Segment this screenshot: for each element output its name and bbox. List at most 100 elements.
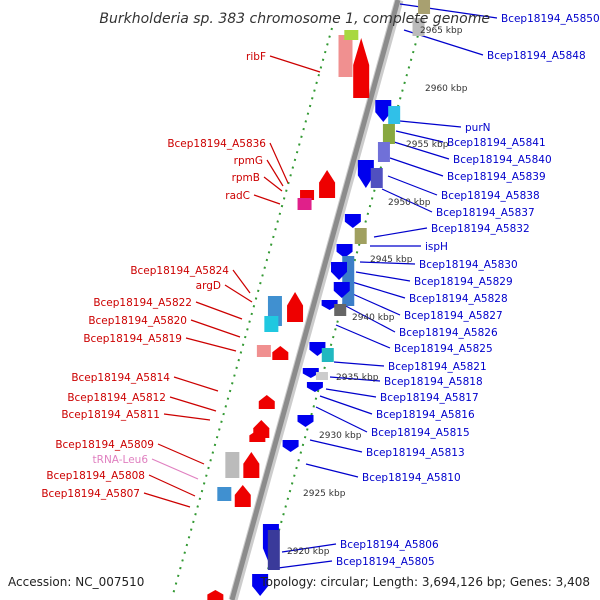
callout-line [148, 474, 196, 497]
position-tick-label: 2945 kbp [370, 255, 413, 265]
gene-label[interactable]: Bcep18194_A5817 [380, 392, 479, 404]
gene-label[interactable]: Bcep18194_A5841 [447, 137, 546, 149]
position-tick-label: 2940 kbp [352, 313, 395, 323]
gene-label[interactable]: ispH [425, 241, 448, 253]
forward-gene-block [297, 198, 312, 210]
position-tick-label: 2955 kbp [406, 140, 449, 150]
callout-line [387, 175, 438, 196]
gene-label[interactable]: Bcep18194_A5848 [487, 50, 586, 62]
forward-gene-arrow [287, 292, 304, 322]
gene-label[interactable]: Bcep18194_A5839 [447, 171, 546, 183]
reverse-gene-block [388, 106, 401, 124]
gene-label[interactable]: Bcep18194_A5832 [431, 223, 530, 235]
gene-label[interactable]: Bcep18194_A5826 [399, 327, 498, 339]
reverse-gene-block [382, 124, 395, 144]
reverse-gene-arrow [333, 282, 350, 298]
gene-label[interactable]: Bcep18194_A5825 [394, 343, 493, 355]
callout-line [315, 406, 368, 433]
position-tick-label: 2960 kbp [425, 84, 468, 94]
reverse-gene-arrow [306, 382, 323, 392]
gene-label[interactable]: Bcep18194_A5809 [55, 439, 154, 451]
reverse-gene-arrow [321, 300, 338, 310]
callout-line [359, 261, 416, 265]
reverse-gene-arrow [252, 574, 269, 596]
gene-label[interactable]: Bcep18194_A5837 [436, 207, 535, 219]
gene-label[interactable]: tRNA-Leu6 [93, 454, 149, 466]
callout-line [351, 281, 406, 299]
gene-label[interactable]: ribF [246, 51, 266, 63]
gene-label[interactable]: Bcep18194_A5807 [41, 488, 140, 500]
inner-tick-track [171, 27, 333, 599]
reverse-gene-block [370, 168, 383, 188]
reverse-gene-block [418, 0, 431, 14]
position-tick-label: 2925 kbp [303, 489, 346, 499]
callout-line [157, 443, 205, 465]
gene-label[interactable]: Bcep18194_A5812 [67, 392, 166, 404]
forward-gene-arrow [249, 430, 266, 442]
gene-label[interactable]: Bcep18194_A5824 [130, 265, 229, 277]
callout-line [373, 227, 428, 238]
callout-line [393, 141, 450, 160]
callout-line [355, 271, 411, 282]
callout-line [325, 388, 377, 398]
callout-line [399, 3, 498, 19]
gene-label[interactable]: Bcep18194_A5808 [46, 470, 145, 482]
accession-text: Accession: NC_007510 [8, 575, 144, 589]
callout-line [335, 324, 391, 349]
gene-label[interactable]: Bcep18194_A5811 [61, 409, 160, 421]
forward-gene-arrow [319, 170, 336, 198]
reverse-gene-block [315, 372, 328, 380]
position-tick-label: 2930 kbp [319, 431, 362, 441]
gene-label[interactable]: Bcep18194_A5820 [88, 315, 187, 327]
gene-label[interactable]: Bcep18194_A5836 [167, 138, 266, 150]
gene-label[interactable]: purN [465, 122, 491, 134]
callout-line [277, 560, 333, 569]
gene-label[interactable]: Bcep18194_A5819 [83, 333, 182, 345]
forward-gene-arrow [353, 38, 370, 98]
reverse-gene-block [377, 142, 390, 162]
reverse-gene-arrow [336, 244, 353, 258]
forward-gene-arrow [207, 590, 224, 600]
gene-label[interactable]: Bcep18194_A5829 [414, 276, 513, 288]
forward-gene-block [225, 452, 240, 478]
reverse-gene-block [267, 530, 280, 570]
gene-label[interactable]: Bcep18194_A5838 [441, 190, 540, 202]
gene-label[interactable]: Bcep18194_A5813 [366, 447, 465, 459]
callout-line [309, 439, 363, 453]
position-tick-label: 2950 kbp [388, 198, 431, 208]
forward-gene-block [217, 487, 232, 501]
gene-label[interactable]: Bcep18194_A5850 [501, 13, 600, 25]
gene-label[interactable]: Bcep18194_A5815 [371, 427, 470, 439]
gene-label[interactable]: rpmG [234, 155, 263, 167]
forward-gene-arrow [243, 452, 260, 478]
position-tick-label: 2965 kbp [420, 26, 463, 36]
gene-label[interactable]: Bcep18194_A5827 [404, 310, 503, 322]
gene-label[interactable]: Bcep18194_A5840 [453, 154, 552, 166]
gene-label[interactable]: Bcep18194_A5828 [409, 293, 508, 305]
callout-line [399, 120, 462, 128]
gene-label[interactable]: Bcep18194_A5810 [362, 472, 461, 484]
gene-label[interactable]: Bcep18194_A5830 [419, 259, 518, 271]
gene-label[interactable]: Bcep18194_A5806 [340, 539, 439, 551]
callout-line [269, 142, 289, 184]
gene-features [207, 0, 431, 600]
gene-label[interactable]: Bcep18194_A5821 [388, 361, 487, 373]
topology-text: Topology: circular; Length: 3,694,126 bp… [259, 575, 590, 589]
reverse-gene-arrow [282, 440, 299, 452]
position-tick-label: 2935 kbp [336, 373, 379, 383]
gene-label[interactable]: Bcep18194_A5822 [93, 297, 192, 309]
forward-gene-arrow [234, 485, 251, 507]
gene-label[interactable]: rpmB [232, 172, 260, 184]
callout-line [319, 395, 373, 415]
gene-label[interactable]: Bcep18194_A5816 [376, 409, 475, 421]
gene-label[interactable]: radC [225, 190, 250, 202]
reverse-gene-block [321, 348, 334, 362]
reverse-gene-block [354, 228, 367, 244]
callout-line [163, 413, 211, 421]
gene-label[interactable]: Bcep18194_A5818 [384, 376, 483, 388]
gene-label[interactable]: Bcep18194_A5805 [336, 556, 435, 568]
gene-label[interactable]: Bcep18194_A5814 [71, 372, 170, 384]
reverse-gene-arrow [357, 160, 374, 188]
gene-label[interactable]: argD [196, 280, 221, 292]
